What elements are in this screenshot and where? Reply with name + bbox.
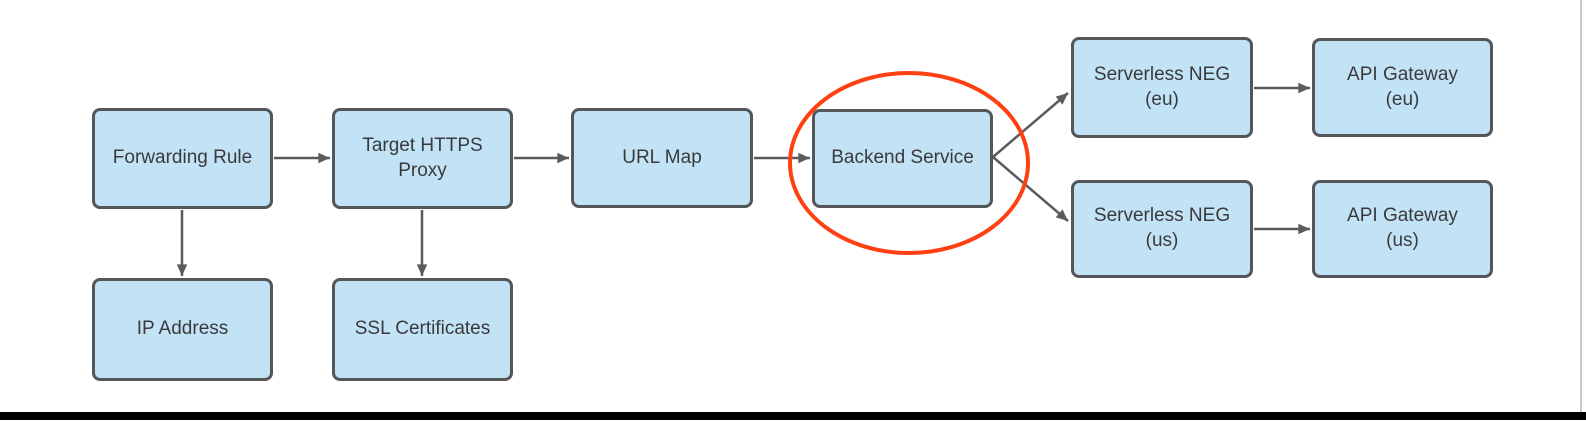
node-url-map-label: URL Map	[622, 146, 702, 168]
node-ssl-certificates: SSL Certificates	[332, 278, 513, 381]
node-target-https-proxy: Target HTTPS Proxy	[332, 108, 513, 209]
node-ip-address: IP Address	[92, 278, 273, 381]
node-ip-address-label: IP Address	[136, 318, 229, 340]
node-serverless-neg-us-label: Serverless NEG (us)	[1093, 205, 1231, 251]
node-ssl-certificates-label: SSL Certificates	[354, 318, 491, 340]
arrow-backend-service-to-serverless-neg-us	[992, 156, 1069, 222]
node-api-gateway-us-label: API Gateway (us)	[1347, 205, 1458, 251]
node-serverless-neg-us: Serverless NEG (us)	[1071, 180, 1253, 278]
node-backend-service: Backend Service	[812, 109, 993, 208]
node-api-gateway-us: API Gateway (us)	[1312, 180, 1493, 278]
node-backend-service-label: Backend Service	[831, 147, 974, 169]
node-url-map: URL Map	[571, 108, 753, 208]
right-edge-line	[1580, 0, 1582, 412]
arrow-backend-service-to-serverless-neg-eu	[992, 92, 1069, 158]
node-serverless-neg-eu: Serverless NEG (eu)	[1071, 37, 1253, 138]
bottom-border-bar	[0, 412, 1586, 420]
node-forwarding-rule-label: Forwarding Rule	[112, 147, 253, 169]
node-forwarding-rule: Forwarding Rule	[92, 108, 273, 209]
node-api-gateway-eu-label: API Gateway (eu)	[1347, 63, 1458, 110]
node-api-gateway-eu: API Gateway (eu)	[1312, 38, 1493, 137]
node-target-https-proxy-label: Target HTTPS Proxy	[362, 134, 483, 181]
node-serverless-neg-eu-label: Serverless NEG (eu)	[1093, 63, 1231, 110]
